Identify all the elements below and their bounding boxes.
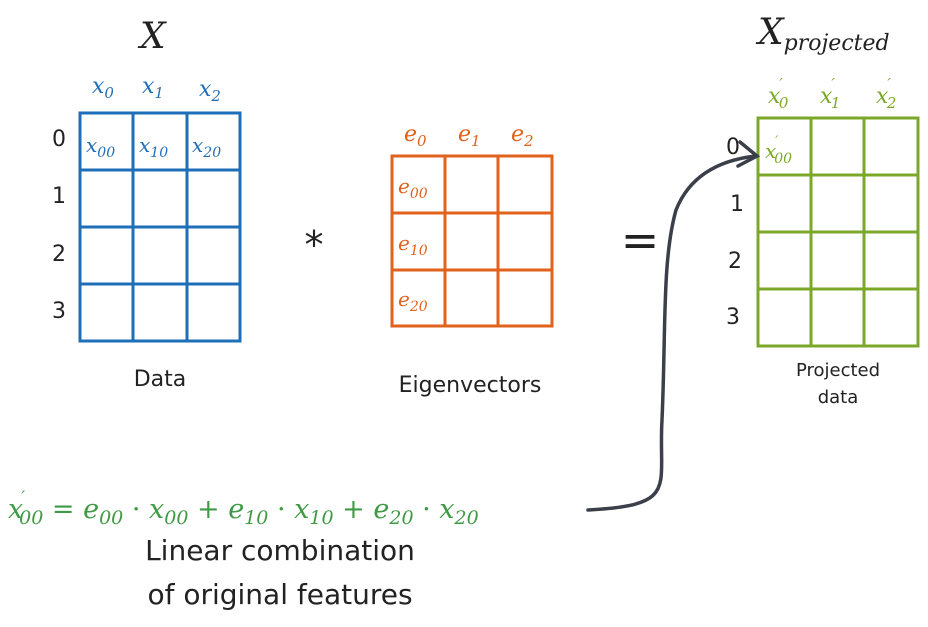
data-matrix: X x0 x1 x2 0 1 2 3 x00 x10 x20 Data (52, 16, 242, 392)
data-row-label: 2 (52, 242, 66, 267)
projected-row-label: 0 (726, 135, 740, 160)
data-matrix-title: X (137, 16, 167, 57)
eigen-cell: e00 (398, 174, 428, 202)
eigen-column-label: e0 (404, 122, 427, 150)
projected-row-label: 3 (726, 305, 740, 330)
data-cell: x00 (86, 133, 115, 161)
data-row-label: 0 (52, 127, 66, 152)
arrow-head-icon (736, 140, 761, 168)
projected-column-label: x′2 (876, 75, 896, 112)
projected-column-label: x′0 (768, 75, 789, 112)
eigen-cell: e10 (398, 231, 428, 259)
explanation-line1: Linear combination (145, 534, 415, 567)
data-column-label: x2 (199, 77, 221, 105)
projected-matrix: Xprojected x′0 x′1 x′2 0 1 2 3 x′00 Proj… (726, 12, 920, 408)
data-grid (78, 111, 242, 343)
projected-caption-line1: Projected (796, 360, 880, 381)
eigen-column-label: e1 (458, 122, 481, 150)
projected-row-label: 1 (730, 192, 744, 217)
data-cell: x10 (139, 133, 168, 161)
data-row-label: 3 (52, 299, 66, 324)
projected-grid (756, 116, 920, 348)
connector-arrow (586, 140, 761, 512)
projected-row-label: 2 (728, 249, 742, 274)
explanation-line2: of original features (147, 578, 412, 611)
projected-cell: x′00 (765, 134, 792, 167)
eigen-cell: e20 (398, 287, 428, 315)
data-row-label: 1 (52, 184, 66, 209)
formula: x′00 = e00 · x00 + e10 · x10 + e20 · x20 (8, 488, 479, 529)
formula-equation: x′00 = e00 · x00 + e10 · x10 + e20 · x20 (8, 488, 479, 529)
eigen-caption: Eigenvectors (399, 373, 542, 398)
arrow-path (586, 154, 758, 512)
data-caption: Data (134, 367, 187, 392)
data-column-label: x0 (92, 74, 114, 102)
projected-caption-line2: data (818, 387, 859, 408)
projected-matrix-title: Xprojected (755, 12, 890, 56)
data-cell: x20 (192, 133, 221, 161)
projected-column-label: x′1 (820, 75, 840, 112)
eigen-column-label: e2 (511, 122, 534, 150)
eigen-matrix: e0 e1 e2 e00 e10 e20 Eigenvectors (390, 122, 554, 398)
equals-operator: = (621, 213, 660, 267)
data-column-label: x1 (142, 74, 164, 102)
multiply-operator: * (305, 223, 324, 267)
eigen-grid (390, 154, 554, 328)
